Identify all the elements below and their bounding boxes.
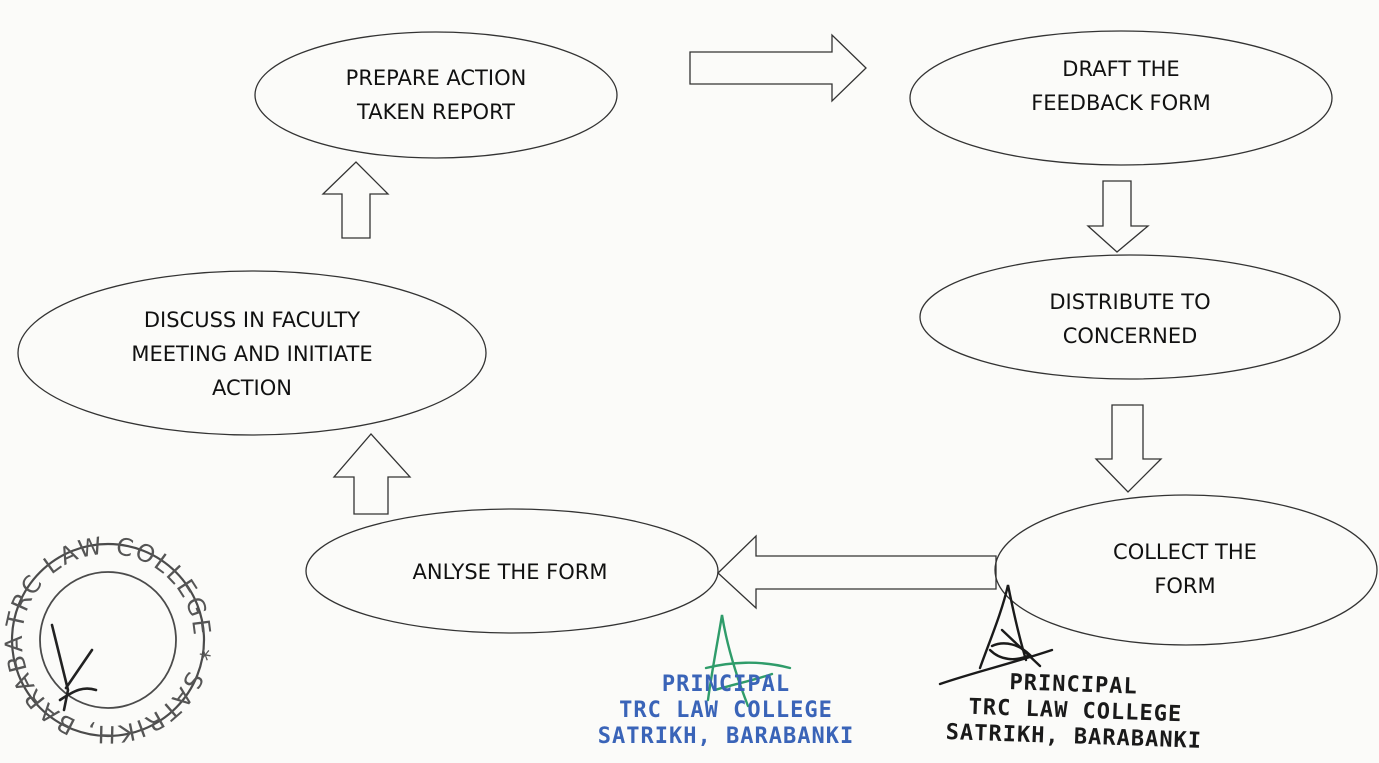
arrow-up-icon <box>321 161 390 239</box>
arrow-up-icon <box>332 433 412 515</box>
node-analyse-label: ANLYSE THE FORM <box>412 560 608 584</box>
arrow-left-icon <box>717 534 997 610</box>
signature-green-icon <box>704 614 792 708</box>
arrow-down-icon <box>1086 180 1150 253</box>
node-distribute-ellipse <box>919 254 1341 380</box>
seal-signature-icon <box>50 623 98 712</box>
principal-stamp-blue: PRINCIPAL TRC LAW COLLEGE SATRIKH, BARAB… <box>597 672 855 749</box>
node-draft-label: DRAFT THE FEEDBACK FORM <box>1031 57 1211 115</box>
signature-black-icon <box>938 584 1054 686</box>
node-discuss-ellipse <box>17 270 487 436</box>
node-analyse-ellipse <box>305 508 719 634</box>
arrow-right-icon <box>689 33 867 103</box>
node-collect-label: COLLECT THE FORM <box>1113 540 1257 598</box>
node-distribute-label: DISTRIBUTE TO CONCERNED <box>1049 290 1211 348</box>
arrow-down-icon <box>1094 404 1163 493</box>
node-prepare-label: PREPARE ACTION TAKEN REPORT <box>345 66 527 124</box>
node-collect-ellipse <box>994 494 1378 646</box>
node-discuss-label: DISCUSS IN FACULTY MEETING AND INITIATE … <box>131 308 373 400</box>
node-prepare-ellipse <box>254 31 618 159</box>
node-draft-ellipse <box>909 30 1333 166</box>
principal-stamp-black: PRINCIPAL TRC LAW COLLEGE SATRIKH, BARAB… <box>945 670 1203 754</box>
